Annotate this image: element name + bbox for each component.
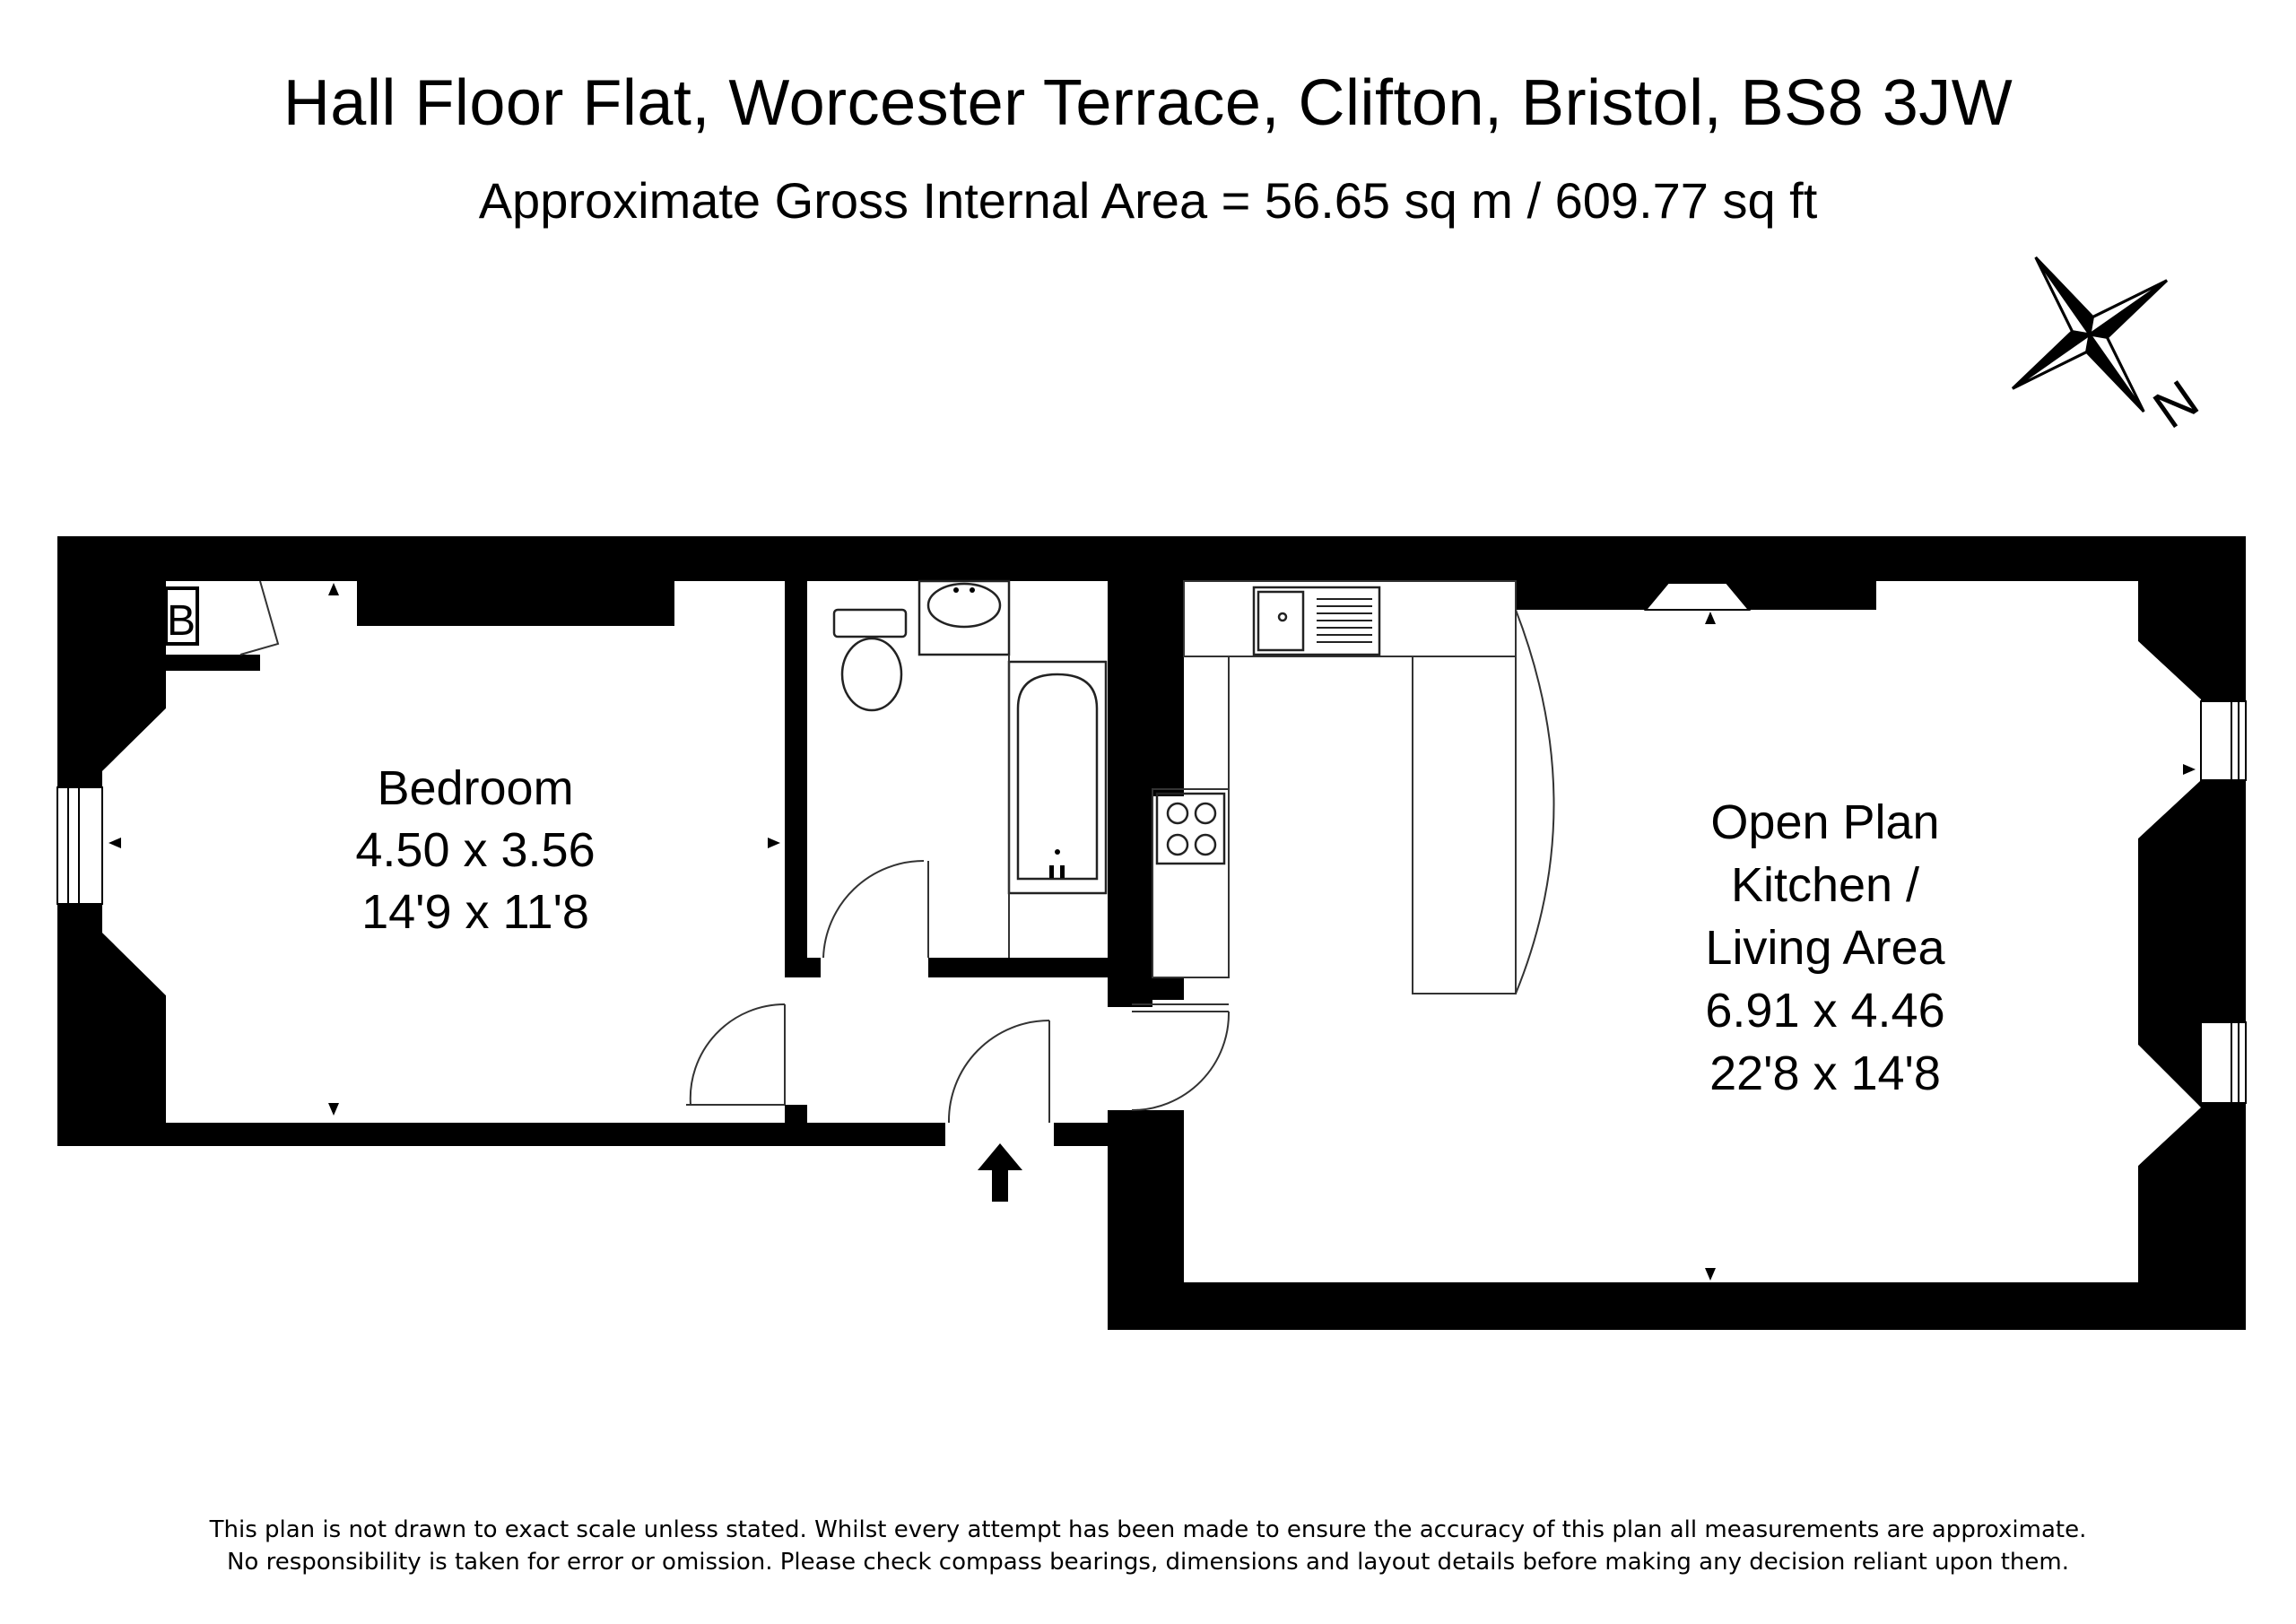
gross-area-text: Approximate Gross Internal Area = 56.65 …: [478, 172, 1818, 229]
bedroom-name: Bedroom: [377, 761, 573, 815]
bedroom-door: [686, 1003, 786, 1106]
living-name-line2: Kitchen /: [1731, 858, 1919, 912]
bedroom-label: Bedroom 4.50 x 3.56 14'9 x 11'8: [355, 761, 595, 939]
living-window-upper: [2200, 700, 2247, 781]
disclaimer-line-2: No responsibility is taken for error or …: [226, 1549, 2069, 1576]
living-imperial: 22'8 x 14'8: [1709, 1046, 1941, 1100]
hob-icon: [1155, 792, 1226, 865]
north-label: N: [2143, 369, 2209, 440]
bedroom-metric: 4.50 x 3.56: [355, 823, 595, 877]
living-name-line3: Living Area: [1705, 921, 1945, 975]
living-name-line1: Open Plan: [1710, 795, 1939, 849]
fireplace: [1643, 582, 1752, 611]
bathroom-door: [822, 860, 929, 959]
entrance-arrow-icon: [978, 1143, 1022, 1202]
sink-icon: [1252, 586, 1381, 656]
boiler-label: B: [167, 597, 196, 645]
plan-title: Hall Floor Flat, Worcester Terrace, Clif…: [283, 67, 2013, 139]
bedroom-imperial: 14'9 x 11'8: [361, 885, 589, 939]
living-label: Open Plan Kitchen / Living Area 6.91 x 4…: [1705, 795, 1945, 1100]
boiler-cupboard: B: [164, 580, 280, 671]
entrance-door: [947, 1020, 1050, 1124]
disclaimer-line-1: This plan is not drawn to exact scale un…: [209, 1516, 2087, 1543]
bedroom-window: [57, 786, 103, 905]
dimension-markers: [109, 583, 2196, 1281]
compass-rose-icon: [2011, 256, 2169, 413]
living-window-lower: [2200, 1021, 2247, 1104]
basin-icon: [918, 579, 1011, 656]
toilet-icon: [832, 608, 908, 712]
kitchen-counter: [1152, 580, 1555, 994]
kitchen-door: [1131, 1003, 1231, 1111]
living-metric: 6.91 x 4.46: [1705, 984, 1944, 1038]
disclaimer: This plan is not drawn to exact scale un…: [0, 1514, 2296, 1578]
